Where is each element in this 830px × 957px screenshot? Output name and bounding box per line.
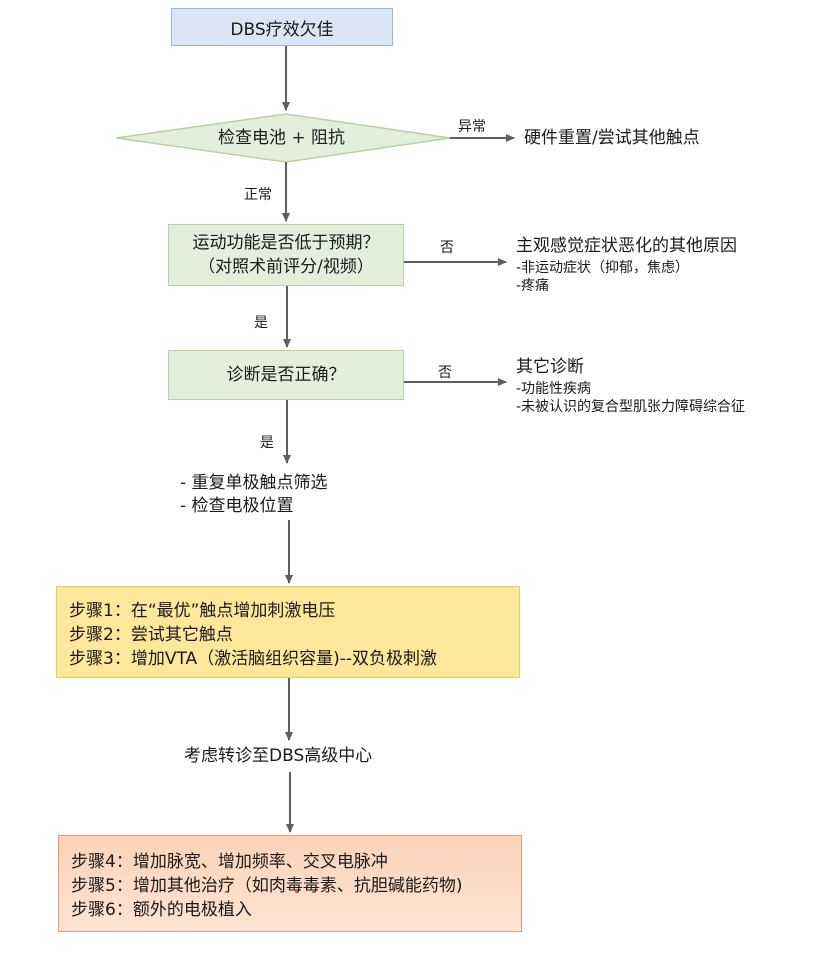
start-node: DBS疗效欠佳 [171, 8, 393, 46]
motor-question-line-1: 运动功能是否低于预期？ [192, 233, 380, 253]
diagnosis-yes-label: 是 [260, 435, 274, 451]
motor-yes-label: 是 [254, 315, 268, 331]
step-1: 步骤1：在“最优”触点增加刺激电压 [69, 601, 336, 621]
battery-check-label: 检查电池 + 阻抗 [218, 128, 346, 148]
other-causes-item-2: -疼痛 [516, 278, 550, 294]
start-label: DBS疗效欠佳 [230, 19, 334, 40]
normal-label: 正常 [244, 187, 272, 203]
other-diagnosis-item-1: -功能性疾病 [516, 381, 592, 397]
other-diagnosis-item-2: -未被认识的复合型肌张力障碍综合征 [516, 399, 746, 415]
check-item-1: - 重复单极触点筛选 [180, 473, 328, 493]
step-5: 步骤5：增加其他治疗（如肉毒毒素、抗胆碱能药物) [71, 876, 463, 896]
check-item-2: - 检查电极位置 [180, 496, 294, 516]
other-causes-title: 主观感觉症状恶化的其他原因 [516, 236, 737, 256]
abnormal-label: 异常 [458, 119, 486, 135]
motor-question-line-2: （对照术前评分/视频） [198, 257, 374, 277]
motor-no-label: 否 [440, 240, 454, 256]
step-6: 步骤6：额外的电极植入 [71, 900, 252, 920]
diagnosis-question-label: 诊断是否正确？ [226, 365, 346, 385]
step-2: 步骤2：尝试其它触点 [69, 625, 233, 645]
step-3: 步骤3：增加VTA（激活脑组织容量)--双负极刺激 [69, 649, 438, 669]
step-4: 步骤4：增加脉宽、增加频率、交叉电脉冲 [71, 852, 388, 872]
steps-4-6-box: 步骤4：增加脉宽、增加频率、交叉电脉冲 步骤5：增加其他治疗（如肉毒毒素、抗胆碱… [58, 835, 522, 932]
diagnosis-no-label: 否 [438, 365, 452, 381]
hardware-reset-text: 硬件重置/尝试其他触点 [524, 128, 700, 148]
motor-question-node: 运动功能是否低于预期？ （对照术前评分/视频） [168, 224, 404, 286]
diagnosis-question-node: 诊断是否正确？ [168, 350, 404, 400]
referral-text: 考虑转诊至DBS高级中心 [184, 746, 373, 766]
other-causes-item-1: -非运动症状（抑郁，焦虑） [516, 260, 690, 276]
other-diagnosis-title: 其它诊断 [516, 357, 584, 377]
steps-1-3-box: 步骤1：在“最优”触点增加刺激电压 步骤2：尝试其它触点 步骤3：增加VTA（激… [56, 586, 520, 678]
